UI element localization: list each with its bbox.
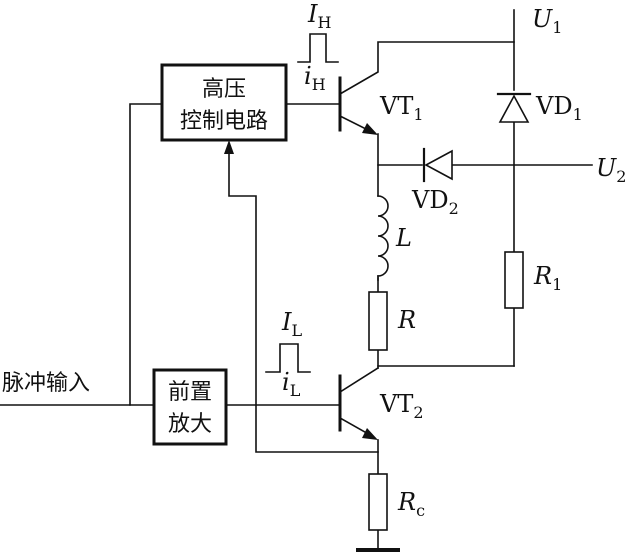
preamp-line2: 放大	[168, 412, 212, 437]
sense-feedback-wire	[228, 151, 379, 453]
preamp-block: 前置 放大	[152, 368, 228, 446]
inductor-l	[377, 195, 389, 281]
il-base-label: iL	[282, 368, 301, 400]
rc-label: Rc	[397, 488, 425, 520]
hv-control-line1: 高压	[202, 77, 246, 102]
u2-label: U2	[596, 154, 626, 186]
il-pulse-waveform	[265, 343, 311, 373]
vd1-diode	[496, 92, 532, 123]
ih-pulse-waveform	[297, 33, 339, 63]
resistor-rc	[368, 473, 388, 531]
r1-label: R1	[533, 262, 562, 294]
vt1-transistor	[338, 76, 378, 135]
il-pulse-label: IL	[281, 308, 302, 340]
vt2-label: VT2	[379, 390, 424, 422]
pulse-input-label: 脉冲输入	[2, 371, 90, 396]
inductor-coil	[377, 195, 389, 277]
input-to-hv-wire	[129, 103, 163, 406]
l-label: L	[395, 224, 412, 252]
vt2-transistor	[338, 374, 378, 440]
preamp-box	[152, 368, 228, 446]
vd2-label: VD2	[411, 186, 459, 218]
sense-feedback-arrow	[224, 140, 234, 154]
vt1-label: VT1	[379, 92, 424, 124]
vt2-emitter-arrow	[362, 428, 378, 440]
vd1-triangle	[498, 94, 530, 123]
hv-control-line2: 控制电路	[180, 109, 268, 134]
vt1-emitter-arrow	[362, 123, 378, 135]
r-label: R	[397, 306, 416, 334]
vt1-collector-wire	[338, 41, 515, 96]
preamp-line1: 前置	[168, 380, 212, 405]
vd2-diode	[422, 147, 453, 183]
u1-label: U1	[532, 5, 562, 37]
wires	[0, 9, 593, 549]
hv-control-block: 高压 控制电路	[160, 63, 288, 142]
resistor-r1	[504, 251, 524, 309]
vd1-label: VD1	[535, 92, 583, 124]
vt2-collector-wire	[338, 366, 380, 394]
resistor-r	[368, 291, 388, 351]
ih-base-label: iH	[304, 62, 326, 94]
ih-pulse-label: IH	[307, 0, 331, 32]
vd2-triangle	[424, 149, 453, 181]
hv-control-box	[160, 63, 288, 142]
